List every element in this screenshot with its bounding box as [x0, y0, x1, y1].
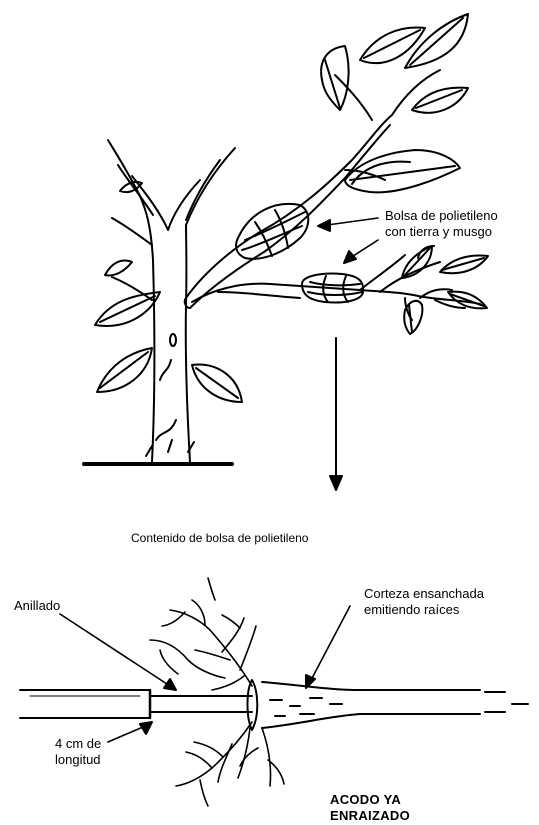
upper-bag: [236, 204, 308, 259]
roots-lower: [176, 722, 284, 806]
bag-label-line2: con tierra y musgo: [385, 224, 492, 240]
roots-upper: [150, 578, 256, 690]
bark-label-line1: Corteza ensanchada: [364, 586, 484, 602]
lower-branch: [192, 255, 480, 320]
branch-leaves-upper: [321, 14, 468, 192]
arrowhead-ringing: [164, 679, 176, 690]
rooted-label-line2: ENRAIZADO: [330, 808, 410, 824]
rooted-stem: [20, 680, 528, 730]
rooted-label-line1: ACODO YA: [330, 792, 401, 808]
length-label-line2: longitud: [55, 752, 101, 768]
length-label-line1: 4 cm de: [55, 736, 101, 752]
bag-label-line1: Bolsa de polietileno: [385, 208, 498, 224]
arrowhead-length: [140, 722, 152, 734]
arrowhead-lower-bag: [344, 251, 356, 263]
arrowhead-upper-bag: [318, 220, 330, 231]
contents-caption: Contenido de bolsa de polietileno: [131, 530, 308, 546]
ringing-label: Anillado: [14, 598, 60, 614]
bark-label-line2: emitiendo raíces: [364, 602, 459, 618]
tree-trunk: [84, 140, 235, 464]
down-arrow-head: [330, 476, 342, 490]
